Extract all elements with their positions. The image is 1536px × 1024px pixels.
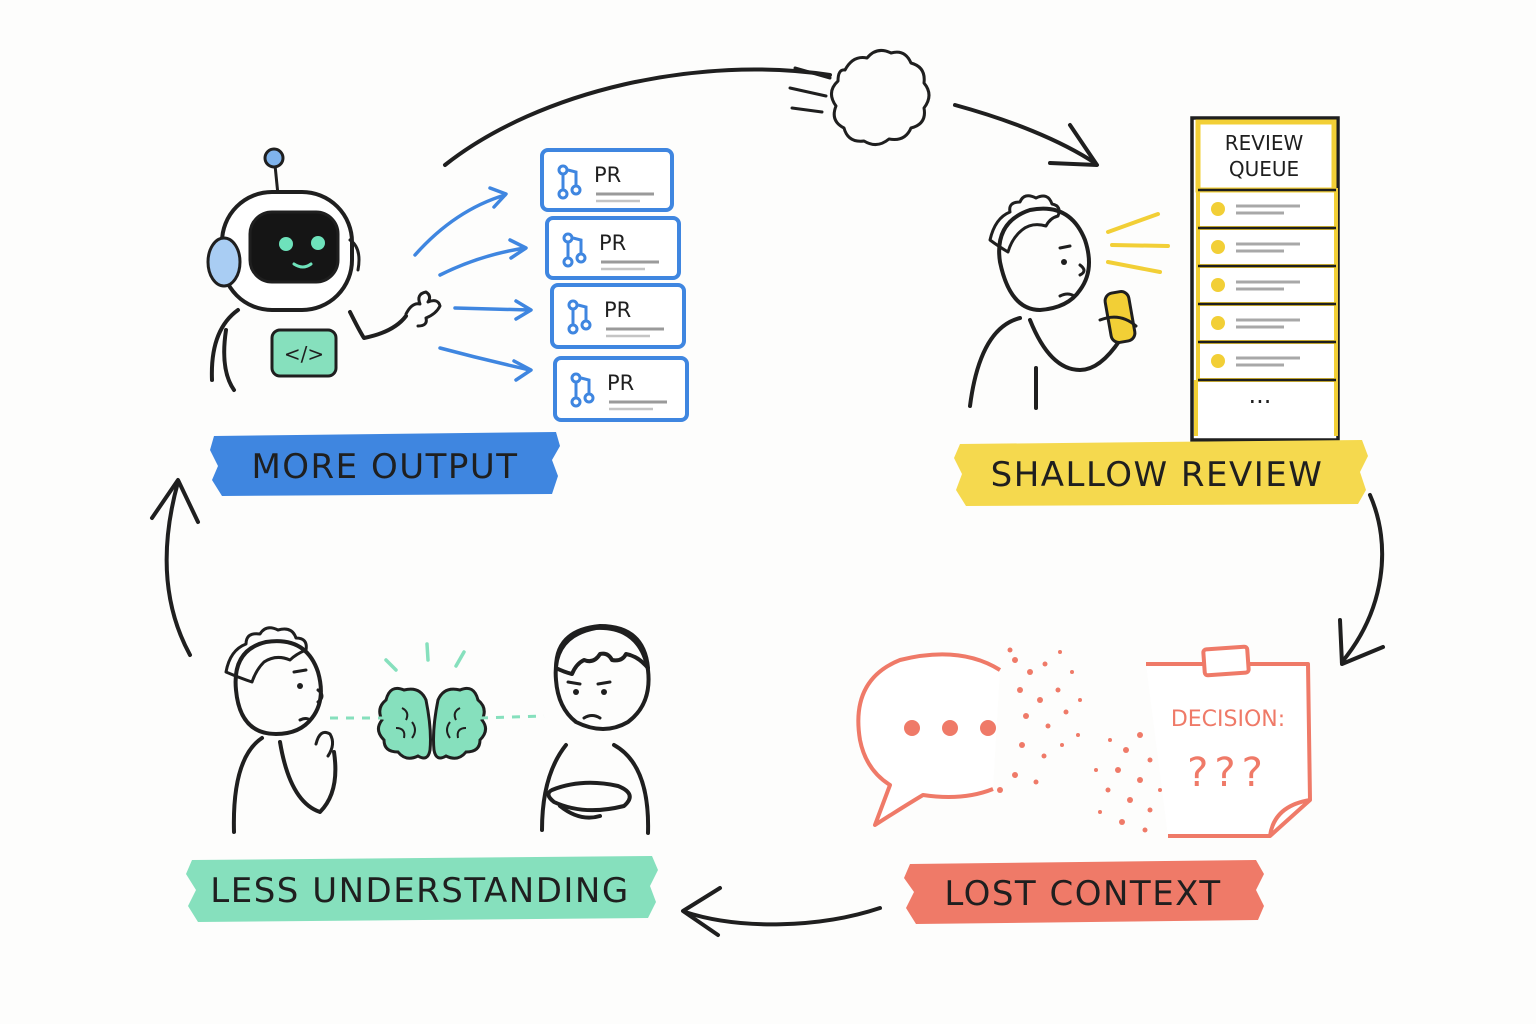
review-queue-title-2: QUEUE bbox=[1229, 157, 1299, 181]
arrow-right-head bbox=[1338, 618, 1385, 666]
sticky-note-icon: DECISION: ??? bbox=[1094, 644, 1312, 838]
highlight-rays bbox=[1106, 212, 1170, 274]
pr-card-label: PR bbox=[604, 298, 631, 322]
label-more-output: MORE OUTPUT bbox=[210, 432, 560, 496]
pr-card-label: PR bbox=[594, 163, 621, 187]
output-arrows bbox=[413, 186, 533, 382]
label-lost-context: LOST CONTEXT bbox=[904, 860, 1264, 924]
robot-icon bbox=[206, 147, 442, 392]
label-brush bbox=[954, 440, 1368, 506]
brain-icon bbox=[330, 642, 545, 760]
pull-request-icon bbox=[570, 372, 595, 408]
crossed-arms-person bbox=[540, 624, 651, 835]
thinking-person bbox=[224, 626, 338, 834]
snowball-icon bbox=[830, 48, 931, 146]
label-brush bbox=[210, 432, 560, 496]
pull-request-icon bbox=[567, 299, 592, 335]
arrow-top-head bbox=[1048, 123, 1099, 167]
pr-card-label: PR bbox=[599, 231, 626, 255]
pr-card: PR bbox=[545, 216, 681, 280]
stage-shallow-review: REVIEW QUEUE bbox=[954, 116, 1368, 506]
arrow-bottom bbox=[683, 906, 882, 927]
label-shallow-review: SHALLOW REVIEW bbox=[954, 440, 1368, 506]
pr-card: PR bbox=[550, 283, 686, 349]
reviewer-person bbox=[968, 194, 1122, 410]
code-badge: </> bbox=[270, 328, 338, 378]
pr-card: PR bbox=[540, 148, 674, 212]
review-queue-overflow: ... bbox=[1249, 381, 1272, 409]
label-more-output-text: MORE OUTPUT bbox=[251, 447, 518, 487]
arrow-bottom-head bbox=[681, 886, 722, 937]
arrow-top-right bbox=[953, 103, 1097, 165]
decision-value: ??? bbox=[1187, 750, 1269, 796]
label-shallow-review-text: SHALLOW REVIEW bbox=[991, 455, 1324, 495]
review-queue: REVIEW QUEUE bbox=[1190, 116, 1340, 442]
stage-less-understanding: LESS UNDERSTANDING bbox=[186, 624, 658, 922]
stage-lost-context: DECISION: ??? LOST CONTEXT bbox=[856, 644, 1312, 924]
label-brush bbox=[904, 860, 1264, 924]
speed-lines bbox=[788, 66, 832, 114]
label-lost-context-text: LOST CONTEXT bbox=[944, 874, 1221, 914]
speech-bubble-icon bbox=[856, 647, 1082, 827]
pull-request-icon bbox=[557, 164, 582, 200]
code-badge-label: </> bbox=[284, 342, 324, 366]
decision-title: DECISION: bbox=[1171, 707, 1285, 732]
label-brush bbox=[186, 856, 658, 922]
highlighter-icon bbox=[1098, 290, 1138, 344]
stage-more-output: </> PR PR bbox=[206, 147, 689, 496]
pull-request-icon bbox=[562, 232, 587, 268]
pr-card-label: PR bbox=[607, 371, 634, 395]
arrow-right bbox=[1340, 493, 1385, 664]
pr-card: PR bbox=[553, 356, 689, 422]
cycle-arrows bbox=[150, 66, 1385, 937]
label-less-understanding: LESS UNDERSTANDING bbox=[186, 856, 658, 922]
arrow-top bbox=[443, 67, 832, 167]
arrow-left bbox=[164, 480, 192, 657]
review-queue-title-1: REVIEW bbox=[1225, 131, 1304, 155]
label-less-understanding-text: LESS UNDERSTANDING bbox=[210, 871, 629, 911]
arrow-left-head bbox=[150, 478, 200, 524]
